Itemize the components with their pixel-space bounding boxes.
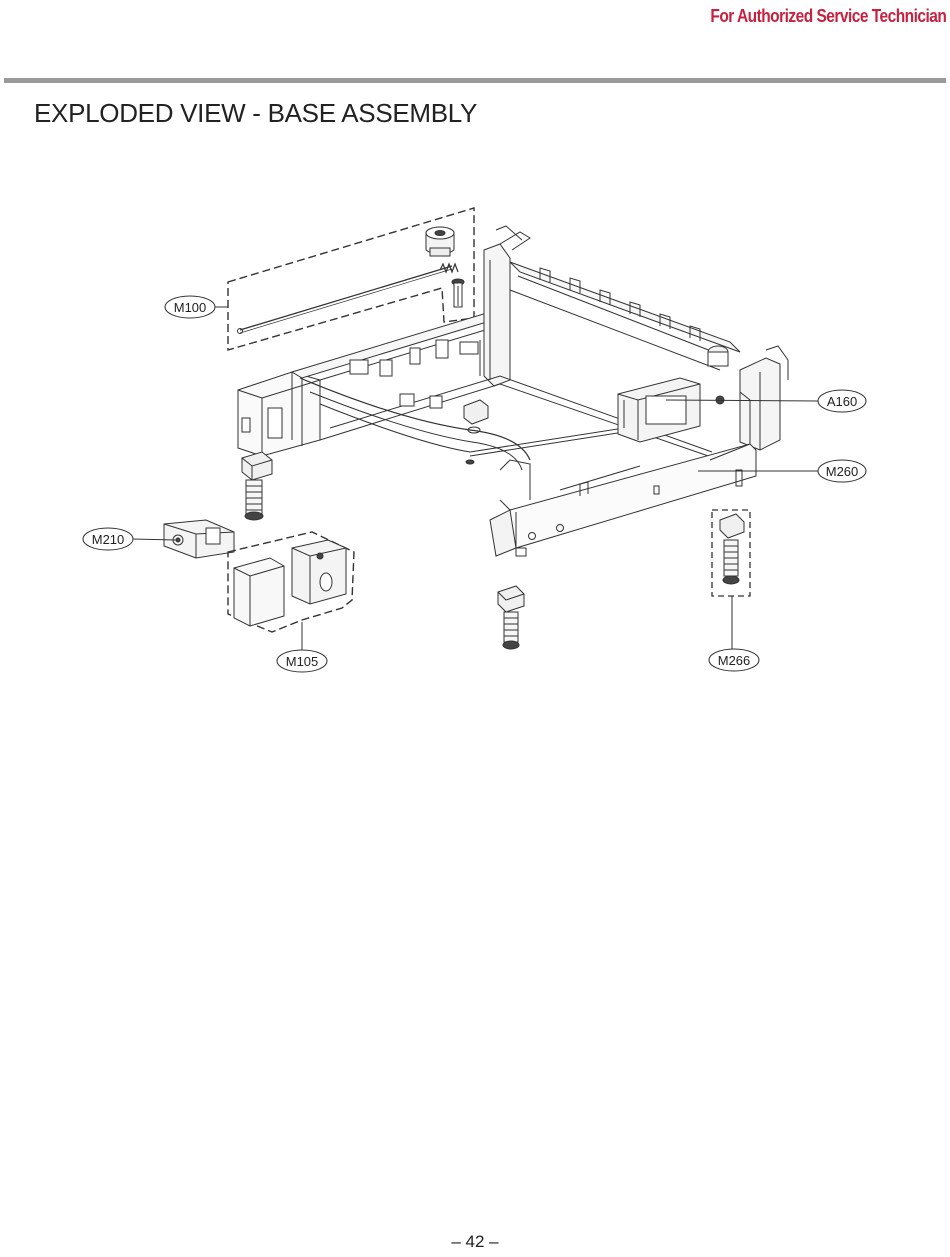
leveling-foot-left xyxy=(244,479,264,521)
m100-spring xyxy=(439,262,459,274)
callout-m260: M260 xyxy=(826,464,859,479)
callout-a160-oval xyxy=(817,389,867,413)
m266-group-outline xyxy=(711,509,751,597)
base-frame xyxy=(237,225,789,557)
leveling-foot-cap-left xyxy=(241,451,273,481)
callout-m105-oval xyxy=(276,649,328,673)
gear-part xyxy=(707,345,729,367)
m105-cover xyxy=(233,557,285,627)
m100-solenoid xyxy=(425,226,455,257)
m210-part xyxy=(163,519,235,559)
leveling-foot-front xyxy=(497,585,525,650)
m100-group-outline xyxy=(227,207,475,351)
callout-m100: M100 xyxy=(174,300,207,315)
foot-cap-mid xyxy=(463,399,489,465)
m105-box xyxy=(291,539,347,605)
m100-shaft xyxy=(451,278,465,308)
callout-m260-oval xyxy=(817,459,867,483)
callout-m266-oval xyxy=(708,648,760,672)
page-number: – 42 – xyxy=(451,1232,499,1251)
callout-a160: A160 xyxy=(827,394,857,409)
page-title: EXPLODED VIEW - BASE ASSEMBLY xyxy=(34,98,478,128)
m105-group-outline xyxy=(227,531,355,633)
a160-module xyxy=(617,377,725,443)
callout-m266: M266 xyxy=(718,653,751,668)
service-technician-note: For Authorized Service Technician xyxy=(710,6,946,26)
callout-m210: M210 xyxy=(92,532,125,547)
header-rule xyxy=(4,78,946,83)
callout-m210-oval xyxy=(82,527,134,551)
callout-m105: M105 xyxy=(286,654,319,669)
callout-m100-oval xyxy=(164,295,216,319)
m100-rod xyxy=(239,265,453,331)
m266-foot xyxy=(719,513,745,585)
